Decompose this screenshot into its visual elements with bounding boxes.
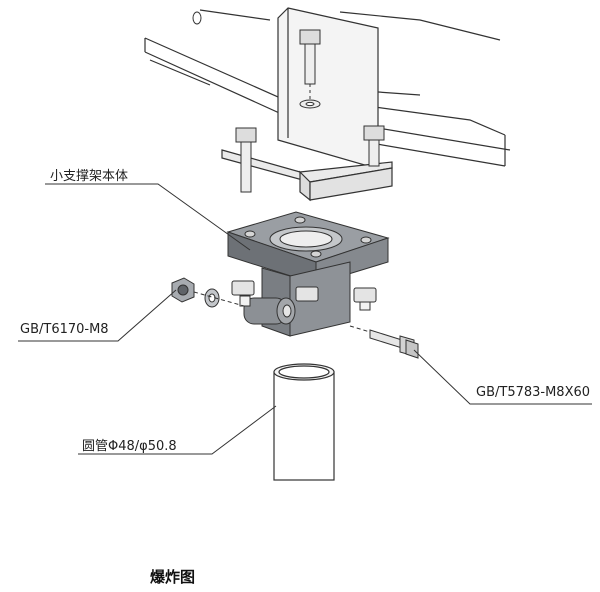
nut-axis-line [193,291,245,307]
vertical-plate [277,7,379,167]
leader-nut [18,289,177,342]
exploded-washer [204,288,220,308]
exploded-nut [171,277,195,303]
label-bracket-body: 小支撑架本体 [50,169,129,184]
diagram-title: 爆炸图 [150,568,196,586]
leader-lines [18,183,592,455]
label-pipe: 圆管Φ48/φ50.8 [82,439,177,454]
leader-pipe [78,405,277,455]
frame-bolt-right [363,125,385,167]
leader-bolt [413,349,592,405]
round-pipe [273,363,335,481]
label-bolt-standard: GB/T5783-M8X60 [476,385,591,400]
exploded-bolt [349,325,419,359]
angle-base [221,149,393,202]
label-nut-standard: GB/T6170-M8 [20,322,109,337]
frame-bolt-left [235,127,257,193]
leader-bracket-body [45,183,251,251]
bracket-nuts [231,280,377,311]
top-bolt [299,29,321,109]
bracket-body [226,211,390,337]
